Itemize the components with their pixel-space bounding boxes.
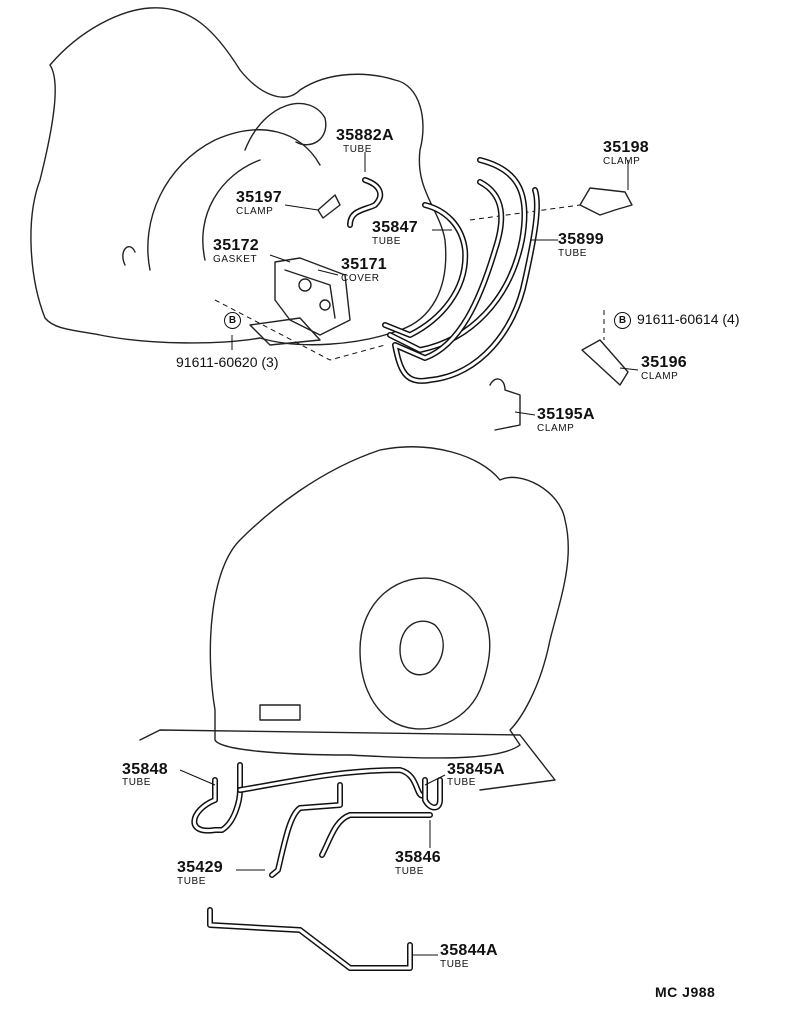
bolt-b-mark-icon: B [224,311,241,329]
figure-code: MC J988 [655,984,716,1000]
part-name-35196: CLAMP [641,371,679,382]
upper-housing-outline [30,7,447,346]
part-number-35198: 35198 [603,139,649,156]
part-name-35848: TUBE [122,777,152,788]
part-number-35172: 35172 [213,237,259,254]
bell-housing-ring [147,129,321,271]
bolt-number: 91611-60620 [176,354,258,370]
part-number-35195a: 35195A [537,406,595,423]
part-name-35844a: TUBE [440,959,470,970]
part-name-35429: TUBE [177,876,207,887]
part-number-35197: 35197 [236,189,282,206]
bolt-91611-60620: 91611-60620 (3) [176,354,279,370]
part-number-35847: 35847 [372,219,418,236]
part-name-35171: COVER [341,273,380,284]
part-name-35197: CLAMP [236,206,274,217]
oil-cover-body [274,257,351,336]
part-name-35882a: TUBE [343,144,373,155]
bolt-qty: (4) [722,311,740,327]
bolt-91611-60614: B 91611-60614 (4) [614,311,740,329]
part-number-35429: 35429 [177,859,223,876]
part-number-35846: 35846 [395,849,441,866]
lower-bell-housing [359,577,491,730]
part-number-35196: 35196 [641,354,687,371]
part-name-35899: TUBE [558,248,588,259]
bolt-qty: (3) [261,354,279,370]
part-number-35171: 35171 [341,256,387,273]
part-name-35845a: TUBE [447,777,477,788]
part-name-35172: GASKET [213,254,258,265]
part-name-35847: TUBE [372,236,402,247]
part-number-35844a: 35844A [440,942,498,959]
part-name-35195a: CLAMP [537,423,575,434]
part-number-35845a: 35845A [447,761,505,778]
part-number-35882a: 35882A [336,127,394,144]
part-number-35848: 35848 [122,761,168,778]
part-name-35846: TUBE [395,866,425,877]
part-name-35198: CLAMP [603,156,641,167]
part-number-35899: 35899 [558,231,604,248]
lower-housing-outline [209,446,569,759]
bolt-callout-b-upper: B [224,311,247,329]
bolt-number: 91611-60614 [637,311,719,327]
bolt-b-mark-icon: B [614,311,631,329]
